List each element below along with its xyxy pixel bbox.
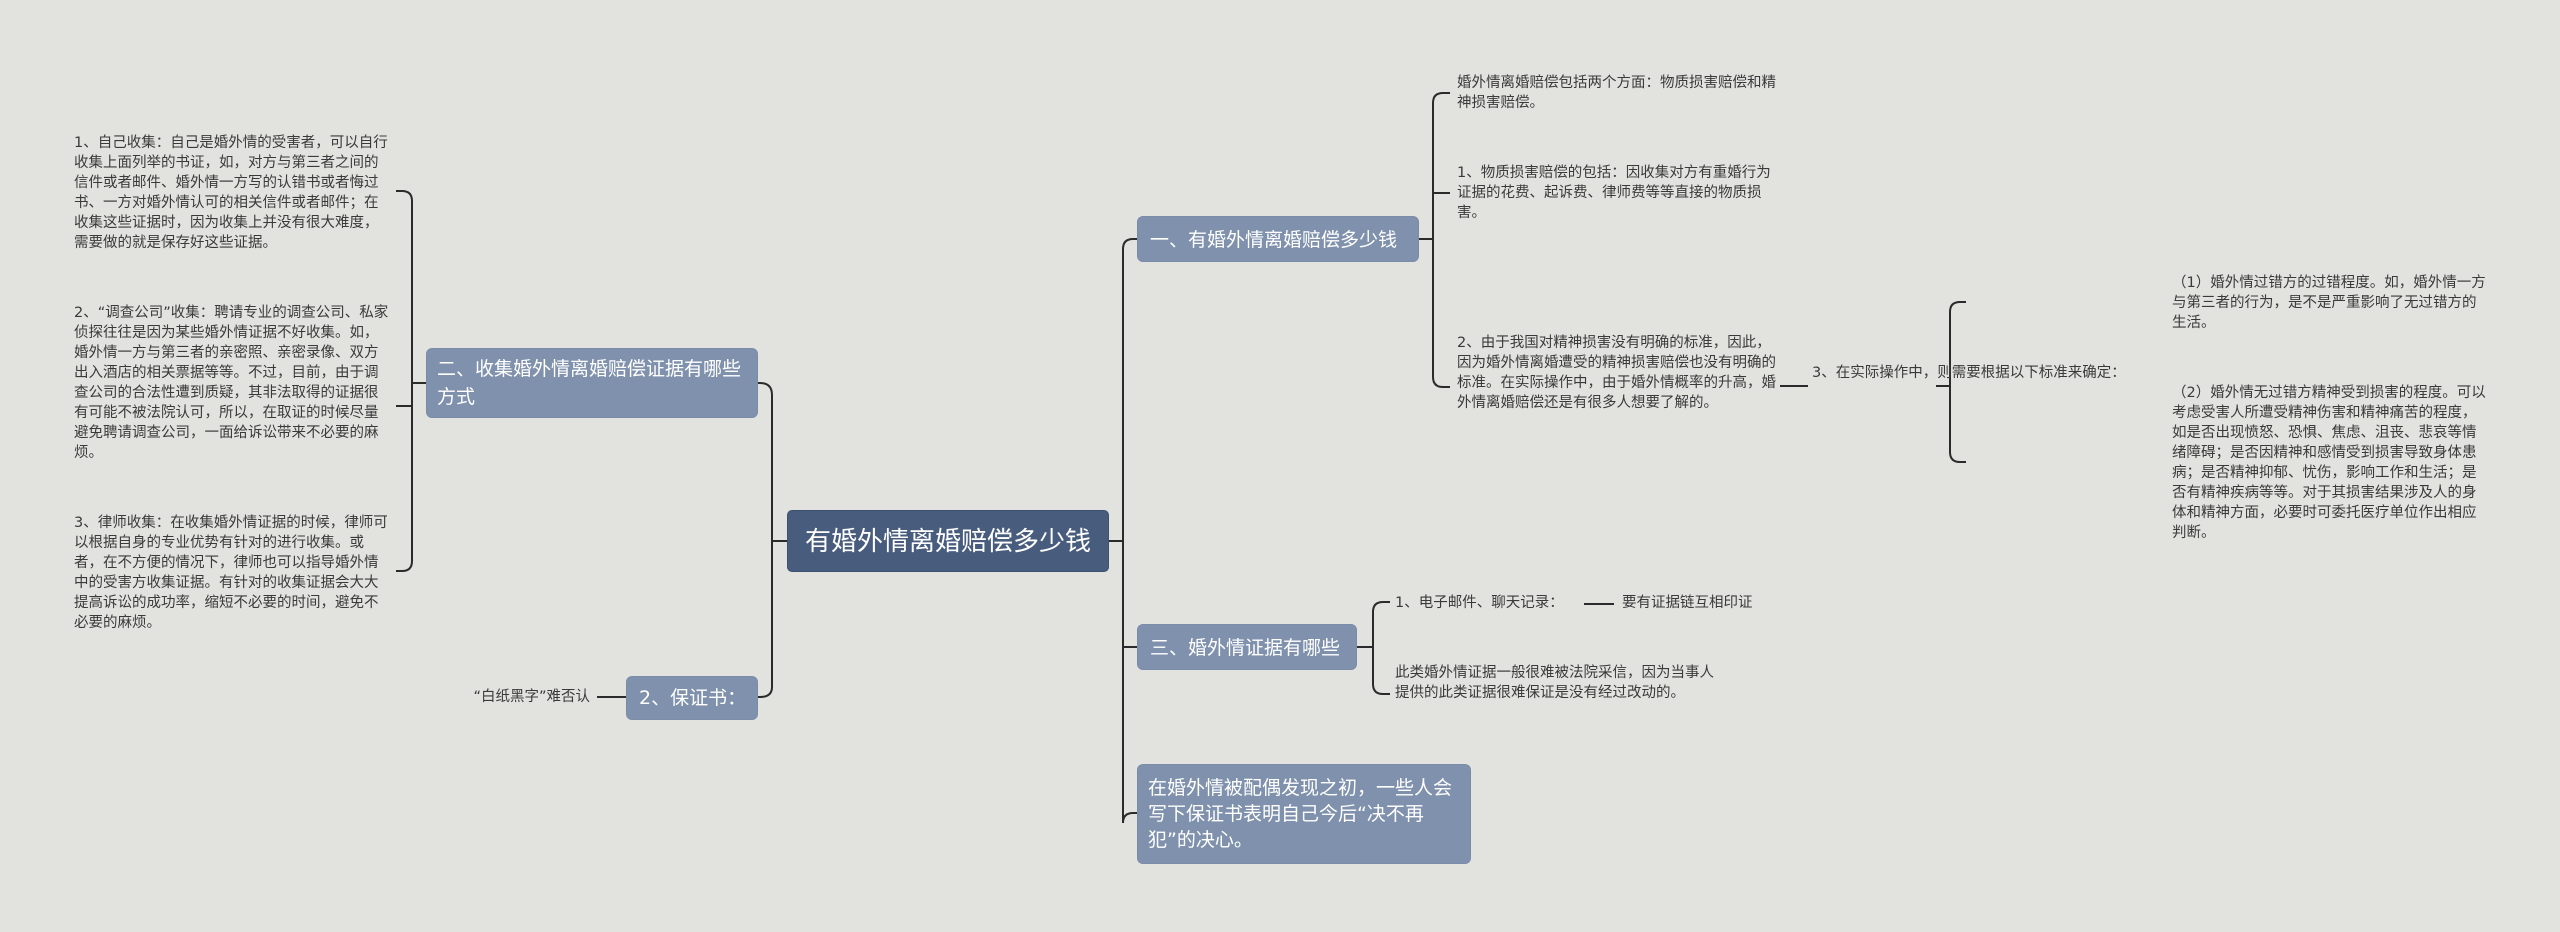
branch-compensation-amount[interactable]: 一、有婚外情离婚赔偿多少钱 xyxy=(1137,216,1419,262)
leaf-compensation-two-aspects: 婚外情离婚赔偿包括两个方面：物质损害赔偿和精神损害赔偿。 xyxy=(1457,75,1776,111)
leaf-standard-fault-degree: （1）婚外情过错方的过错程度。如，婚外情一方与第三者的行为，是不是严重影响了无过… xyxy=(2172,275,2486,331)
leaf-investigation-company: 2、“调查公司”收集：聘请专业的调查公司、私家侦探往往是因为某些婚外情证据不好收… xyxy=(74,305,389,461)
branch-guarantee-letter[interactable]: 2、保证书： xyxy=(626,676,758,720)
leaf-standard-mental-harm: （2）婚外情无过错方精神受到损害的程度。可以考虑受害人所遭受精神伤害和精神痛苦的… xyxy=(2172,385,2486,541)
leaf-standards-intro: 3、在实际操作中，则需要根据以下标准来确定： xyxy=(1812,365,2126,381)
branch-evidence-types[interactable]: 三、婚外情证据有哪些 xyxy=(1137,624,1357,670)
leaf-email-chat-records: 1、电子邮件、聊天记录： xyxy=(1395,595,1564,611)
leaf-evidence-chain: 要有证据链互相印证 xyxy=(1622,595,1753,611)
leaf-lawyer-collection: 3、律师收集：在收集婚外情证据的时候，律师可以根据自身的专业优势有针对的进行收集… xyxy=(74,515,388,631)
leaf-material-damage: 1、物质损害赔偿的包括：因收集对方有重婚行为证据的花费、起诉费、律师费等等直接的… xyxy=(1457,165,1771,221)
leaf-black-and-white: “白纸黑字”难否认 xyxy=(473,689,590,705)
leaf-mental-damage: 2、由于我国对精神损害没有明确的标准，因此，因为婚外情离婚遭受的精神损害赔偿也没… xyxy=(1457,335,1776,411)
root-topic[interactable]: 有婚外情离婚赔偿多少钱 xyxy=(787,510,1109,572)
branch-evidence-collection-methods[interactable]: 二、收集婚外情离婚赔偿证据有哪些方式 xyxy=(426,348,758,418)
leaf-evidence-reliability: 此类婚外情证据一般很难被法院采信，因为当事人提供的此类证据很难保证是没有经过改动… xyxy=(1395,665,1714,701)
branch-guarantee-letter-note[interactable]: 在婚外情被配偶发现之初，一些人会写下保证书表明自己今后“决不再犯”的决心。 xyxy=(1137,764,1471,864)
leaf-self-collection: 1、自己收集：自己是婚外情的受害者，可以自行收集上面列举的书证，如，对方与第三者… xyxy=(74,135,388,251)
